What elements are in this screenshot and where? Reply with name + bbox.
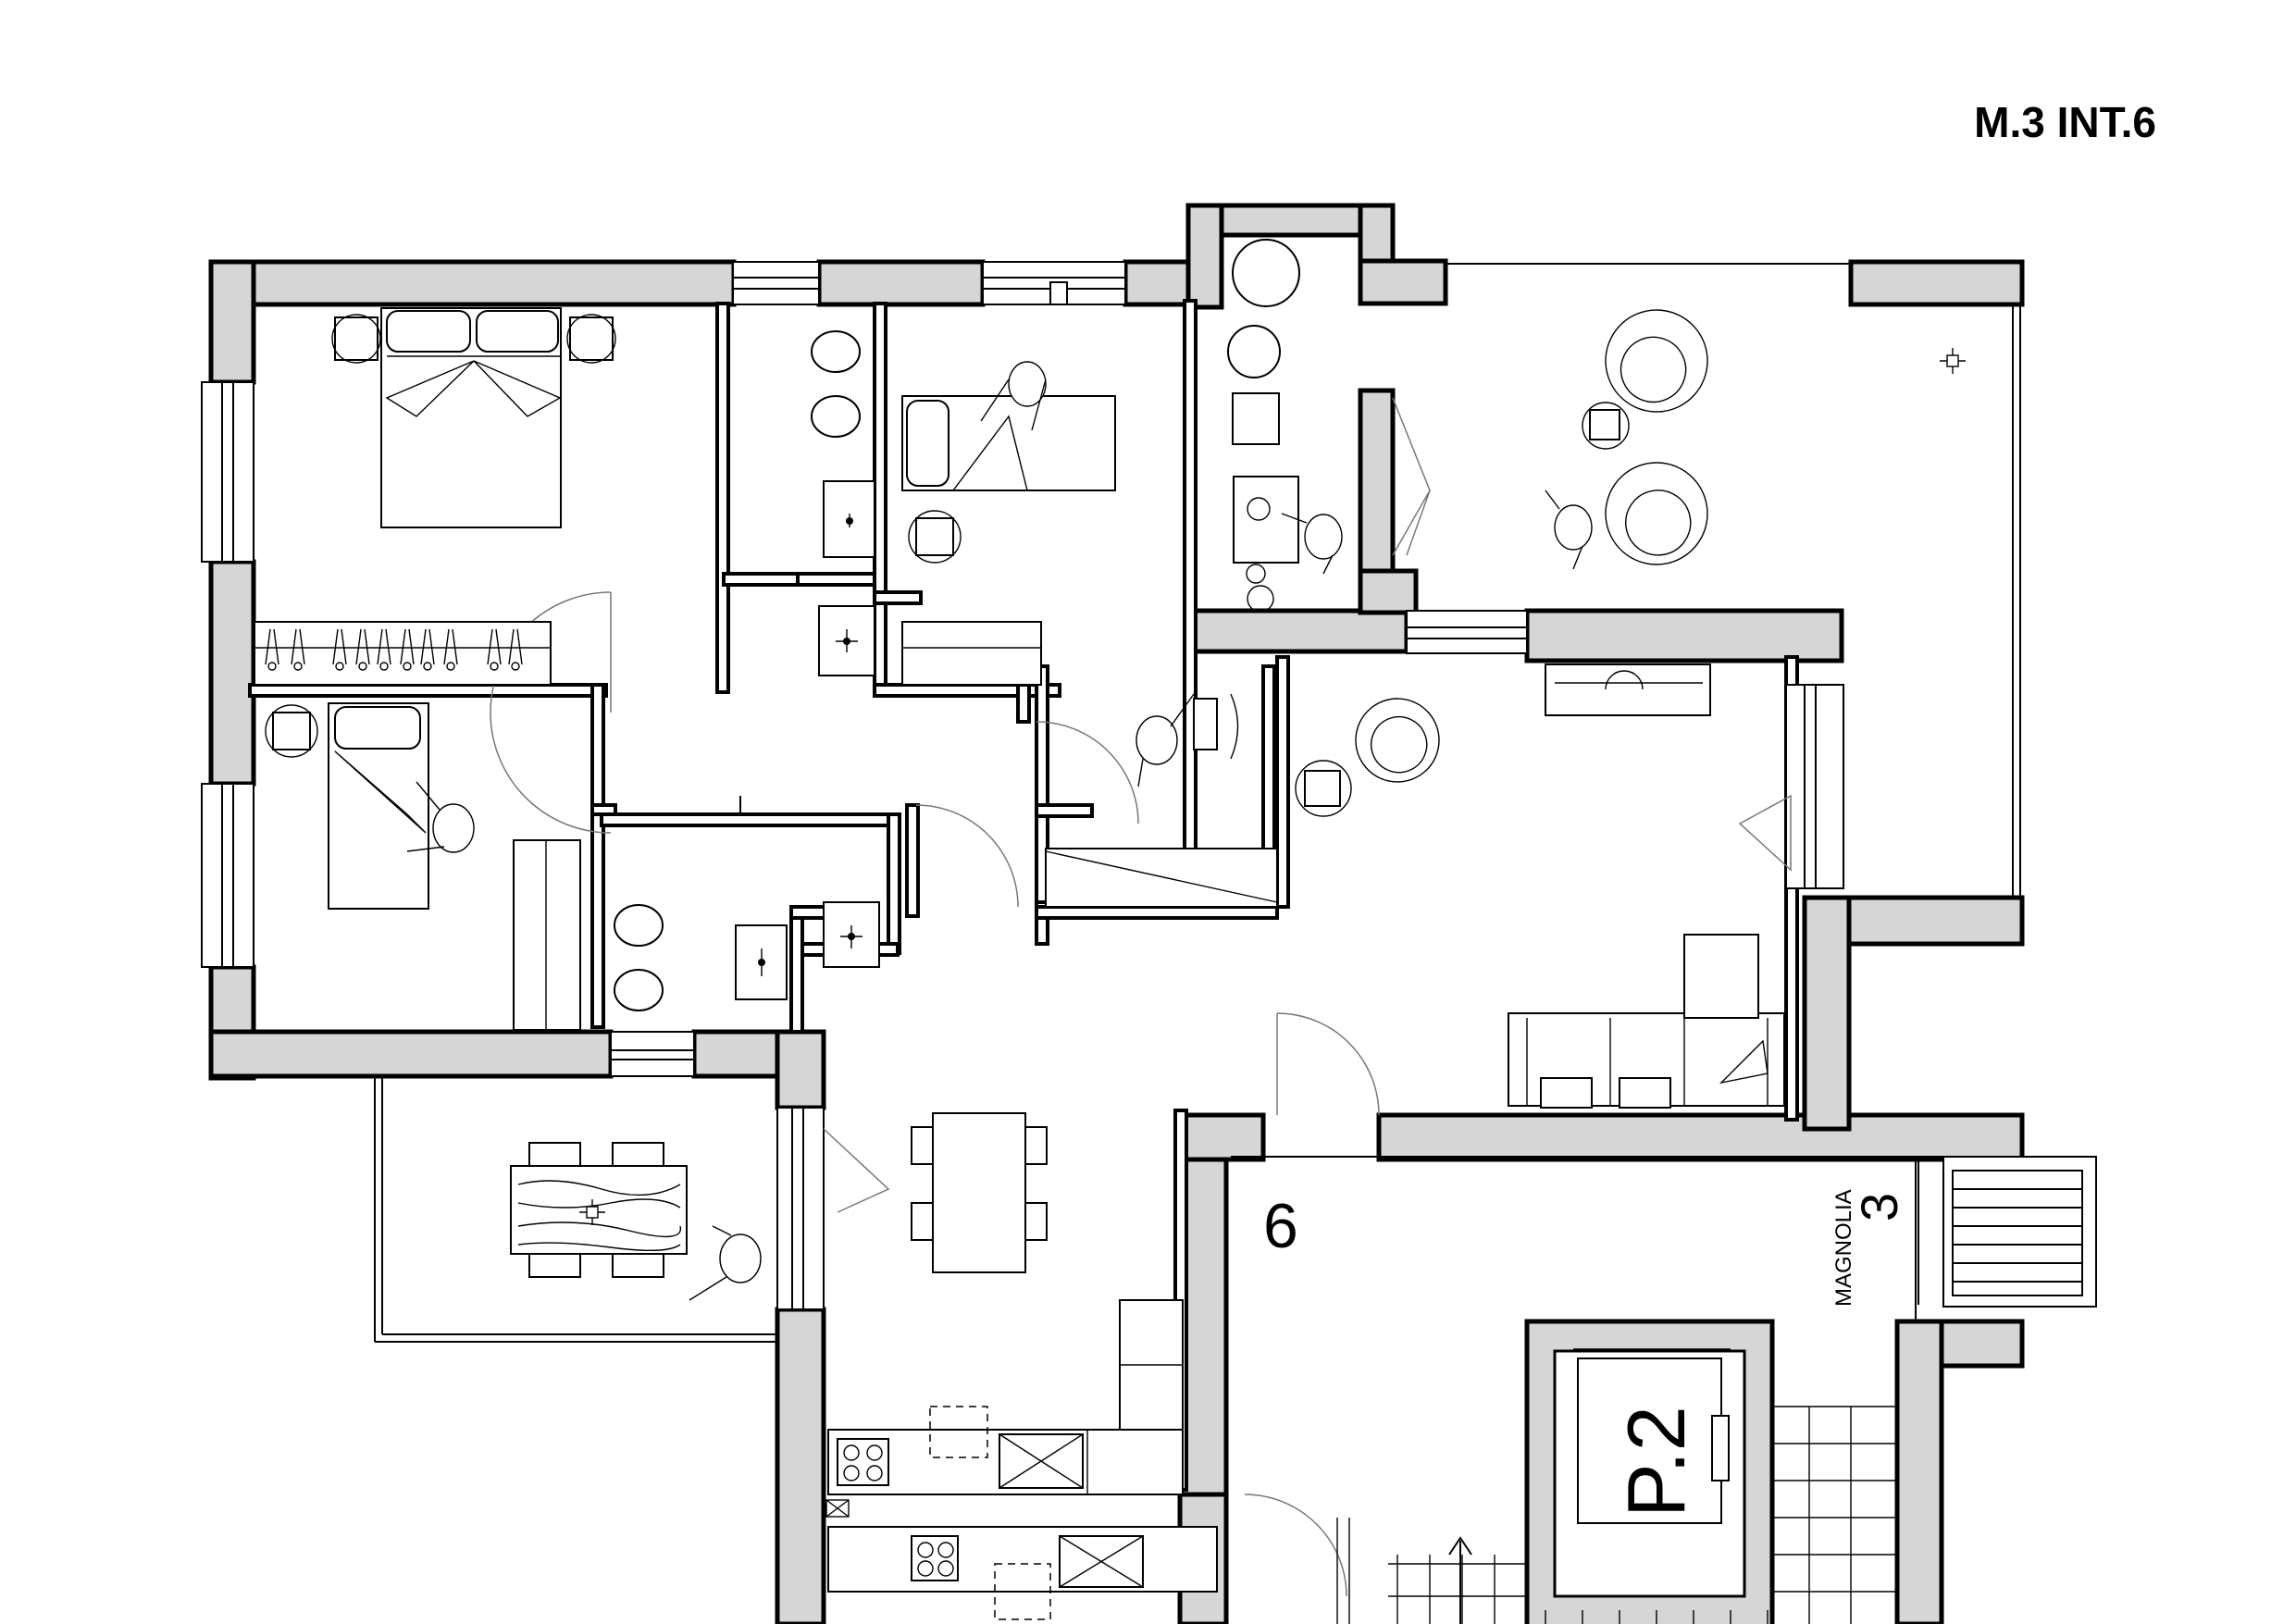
balcony-dining [510, 1142, 762, 1301]
hanger-mark [332, 628, 347, 665]
hanger-hook [423, 662, 432, 671]
unit-number: 6 [1263, 1191, 1298, 1261]
sheet-code: M.3 INT.6 [1974, 98, 2156, 146]
terrace-furniture [1545, 309, 1966, 570]
entrance-label: MAGNOLIA [1831, 1189, 1856, 1307]
bathroom-2 [614, 901, 880, 1011]
elevator [1573, 1348, 1731, 1524]
hanger-mark [487, 628, 502, 665]
hanger-hook [267, 662, 277, 671]
staircase [1388, 1406, 1897, 1624]
hanger-mark [265, 628, 279, 665]
living-room [1295, 663, 1785, 1109]
laundry-closet [1227, 239, 1343, 613]
hanger-mark [508, 628, 523, 665]
entry-corridor [1045, 693, 1278, 908]
hanger-mark [443, 628, 458, 665]
adjacent-kitchen [827, 1518, 1350, 1624]
hanger-hook [293, 662, 303, 671]
hanger-mark [377, 628, 391, 665]
hanger-mark [291, 628, 305, 665]
hanger-hook [446, 662, 455, 671]
bedroom-3 [265, 702, 581, 1031]
hanger-mark [420, 628, 435, 665]
hanger-mark [400, 628, 415, 665]
stair-arrow [1448, 1536, 1472, 1624]
elevator-level-label: P.2 [1610, 1406, 1702, 1518]
terraces [374, 263, 2097, 1343]
hanger-hook [403, 662, 412, 671]
hanger-hook [335, 662, 344, 671]
hanger-hook [379, 662, 389, 671]
bathroom-1 [811, 330, 875, 676]
hanger-hook [358, 662, 367, 671]
master-bedroom [254, 307, 616, 686]
windows [201, 261, 1844, 1310]
hanger-hook [490, 662, 499, 671]
bedroom-2 [901, 281, 1116, 686]
hanger-mark [355, 628, 370, 665]
entrance-number: 3 [1850, 1193, 1908, 1221]
kitchen [825, 1112, 1184, 1518]
hanger-hook [511, 662, 520, 671]
doors [490, 397, 1792, 1597]
